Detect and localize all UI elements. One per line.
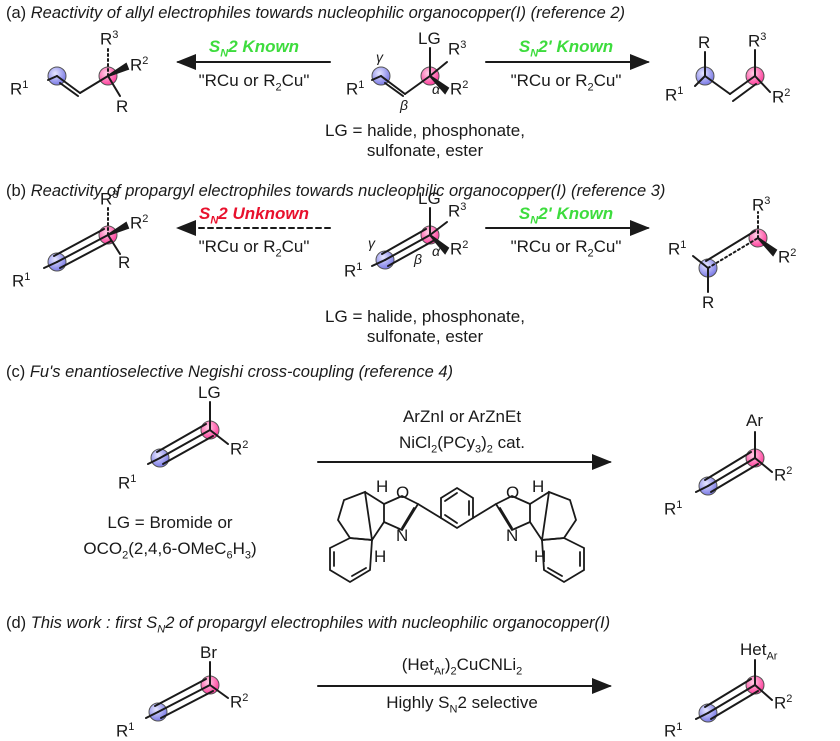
section-c-header: (c) Fu's enantioselective Negishi cross-… — [6, 363, 454, 381]
a-sn2p-r1: R1 — [665, 85, 684, 105]
a-lg-def: LG = halide, phosphonate, — [325, 121, 525, 140]
b-r2: R2 — [450, 239, 469, 259]
b-beta: β — [414, 251, 422, 267]
c-r1: R1 — [118, 473, 137, 493]
c-lg: LG — [198, 383, 221, 402]
d-product-het: HetAr — [740, 640, 778, 663]
b-lg-def: LG = halide, phosphonate, — [325, 307, 525, 326]
pybox-ligand — [329, 486, 585, 584]
c-lg-def2: OCO2(2,4,6-OMeC6H3) — [83, 539, 257, 562]
a-beta: β — [400, 97, 408, 113]
a-right-reagent: "RCu or R2Cu" — [510, 71, 622, 94]
b-sn2-r2: R2 — [130, 213, 149, 233]
a-r3: R3 — [448, 39, 467, 59]
a-sn2-r: R — [116, 97, 129, 116]
b-r3: R3 — [448, 201, 467, 221]
b-allene-r1: R1 — [668, 239, 687, 259]
a-sn2-known-label: SN2 Known — [208, 37, 300, 60]
b-allene-r: R — [702, 293, 715, 312]
c-product-ar: Ar — [746, 411, 763, 430]
pybox-n-right: N — [506, 526, 519, 545]
pybox-h-right: H — [534, 547, 547, 566]
b-sn2-unknown-label: SN2 Unknown — [199, 204, 309, 227]
a-sn2p-r: R — [698, 33, 711, 52]
section-b-header: (b) Reactivity of propargyl electrophile… — [6, 182, 666, 200]
b-r1: R1 — [344, 261, 363, 281]
b-lg-def2: sulfonate, ester — [366, 327, 484, 346]
a-r2: R2 — [450, 79, 469, 99]
pybox-o-right: O — [506, 483, 520, 502]
c-reagent1: ArZnI or ArZnEt — [402, 407, 522, 426]
d-reagent1: (HetAr)2CuCNLi2 — [401, 655, 523, 678]
b-gamma: γ — [368, 235, 375, 251]
a-lg-def2: sulfonate, ester — [366, 141, 484, 160]
d-product-r1: R1 — [664, 721, 683, 741]
c-product-r1: R1 — [664, 499, 683, 519]
b-sn2-r3: R3 — [100, 189, 119, 209]
d-br: Br — [200, 643, 217, 662]
a-sn2p-r2: R2 — [772, 87, 791, 107]
a-r1: R1 — [346, 79, 365, 99]
b-lg: LG — [418, 189, 441, 208]
a-gamma: γ — [376, 49, 383, 65]
d-r1: R1 — [116, 721, 135, 741]
c-lg-def: LG = Bromide or — [107, 513, 233, 532]
a-alpha: α — [432, 81, 440, 97]
d-r2: R2 — [230, 692, 249, 712]
d-reagent2: Highly SN2 selective — [386, 693, 538, 716]
pybox-h-left-top: H — [376, 477, 389, 496]
a-sn2prime-known-label: SN2' Known — [518, 37, 614, 60]
b-alpha: α — [432, 243, 440, 259]
pybox-o-left: O — [396, 483, 410, 502]
a-sn2-r2: R2 — [130, 55, 149, 75]
a-left-reagent: "RCu or R2Cu" — [198, 71, 310, 94]
a-sn2p-r3: R3 — [748, 31, 767, 51]
c-r2: R2 — [230, 439, 249, 459]
pybox-h-left: H — [374, 547, 387, 566]
b-allene-r3: R3 — [752, 195, 771, 215]
pybox-h-right-top: H — [532, 477, 545, 496]
b-sn2-r1: R1 — [12, 271, 31, 291]
b-sn2-r: R — [118, 253, 131, 272]
section-a-header: (a) Reactivity of allyl electrophiles to… — [6, 4, 626, 22]
d-product-r2: R2 — [774, 693, 793, 713]
b-right-reagent: "RCu or R2Cu" — [510, 237, 622, 260]
c-product-r2: R2 — [774, 465, 793, 485]
c-reagent2: NiCl2(PCy3)2 cat. — [398, 433, 526, 456]
a-sn2-r1: R1 — [10, 79, 29, 99]
section-d-header: (d) This work : first SN2 of propargyl e… — [6, 614, 611, 636]
a-sn2-r3: R3 — [100, 29, 119, 49]
a-lg: LG — [418, 29, 441, 48]
b-left-reagent: "RCu or R2Cu" — [198, 237, 310, 260]
b-allene-r2: R2 — [778, 247, 797, 267]
pybox-n-left: N — [396, 526, 409, 545]
b-sn2prime-known-label: SN2' Known — [518, 204, 614, 227]
